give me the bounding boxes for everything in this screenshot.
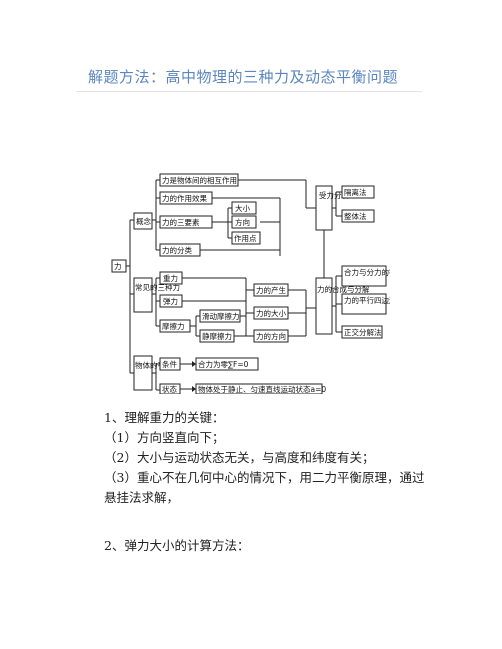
paragraph: （2）大小与运动状态无关，与高度和纬度有关； [104, 450, 375, 465]
element-label: 作用点 [234, 233, 257, 243]
element-box [231, 231, 261, 245]
composition-method-label: 力的平行四边形定则 [344, 295, 390, 305]
group-equilibrium-label: 物体的平衡 [135, 360, 173, 370]
equilibrium-label: 状态 [162, 384, 177, 394]
force-type-label: 摩擦力 [162, 321, 185, 331]
equilibrium-label: 条件 [162, 359, 177, 369]
root-label: 力 [114, 261, 122, 271]
page-title: 解题方法：高中物理的三种力及动态平衡问题 [88, 68, 399, 86]
method-box [341, 185, 375, 199]
equilibrium-text: 合力为零∑F=0 [198, 359, 249, 369]
composition-label: 力的合成与分解 [317, 284, 370, 294]
equilibrium-text-box [195, 357, 259, 371]
concept-item-label: 力的分类 [162, 245, 192, 255]
composition-method-label: 合力与分力的等效关系 [344, 267, 390, 277]
force-type-label: 重力 [163, 273, 178, 283]
force-prop-label: 力的产生 [256, 285, 286, 295]
force-prop-label: 力的大小 [256, 308, 286, 318]
element-label: 大小 [235, 203, 250, 213]
paragraph: （3）重心不在几何中心的情况下，用二力平衡原理，通过悬挂法求解， [104, 470, 425, 505]
element-label: 方向 [235, 217, 250, 227]
section-heading: 1、理解重力的关键： [104, 410, 225, 425]
group-concept-label: 概念 [136, 216, 151, 226]
equilibrium-text-box [195, 383, 323, 394]
friction-type-label: 静摩擦力 [202, 331, 232, 341]
analysis-label: 受力分析 [319, 190, 349, 200]
group-forces-label: 常见的三种力 [135, 282, 180, 292]
composition-method-box [341, 265, 387, 287]
group-forces-box [133, 277, 153, 313]
element-box [231, 201, 257, 215]
concept-item-label: 力是物体间的相互作用 [162, 175, 237, 185]
group-concept-box [133, 212, 153, 230]
concept-item-label: 力的作用效果 [162, 193, 207, 203]
composition-method-box [341, 325, 383, 339]
section-heading: 2、弹力大小的计算方法： [104, 538, 250, 553]
composition-method-label: 正交分解法 [344, 327, 382, 337]
force-type-label: 弹力 [163, 296, 178, 306]
method-box [341, 209, 375, 223]
title-divider [76, 91, 422, 92]
paragraph: （1）方向竖直向下； [104, 430, 225, 445]
force-prop-label: 力的方向 [256, 331, 286, 341]
composition-method-box [341, 293, 387, 315]
concept-item-label: 力的三要素 [162, 217, 200, 227]
friction-type-label: 滑动摩擦力 [202, 311, 240, 321]
equilibrium-text: 物体处于静止、匀速直线运动状态a=0 [198, 384, 326, 394]
concept-diagram: 力 概念 常见的三种力 物体的平衡 力是物体间的相互作用 力的作用效果 力的三要… [111, 173, 390, 394]
method-label: 隔离法 [344, 187, 367, 197]
method-label: 整体法 [344, 211, 367, 221]
element-box [231, 215, 257, 229]
